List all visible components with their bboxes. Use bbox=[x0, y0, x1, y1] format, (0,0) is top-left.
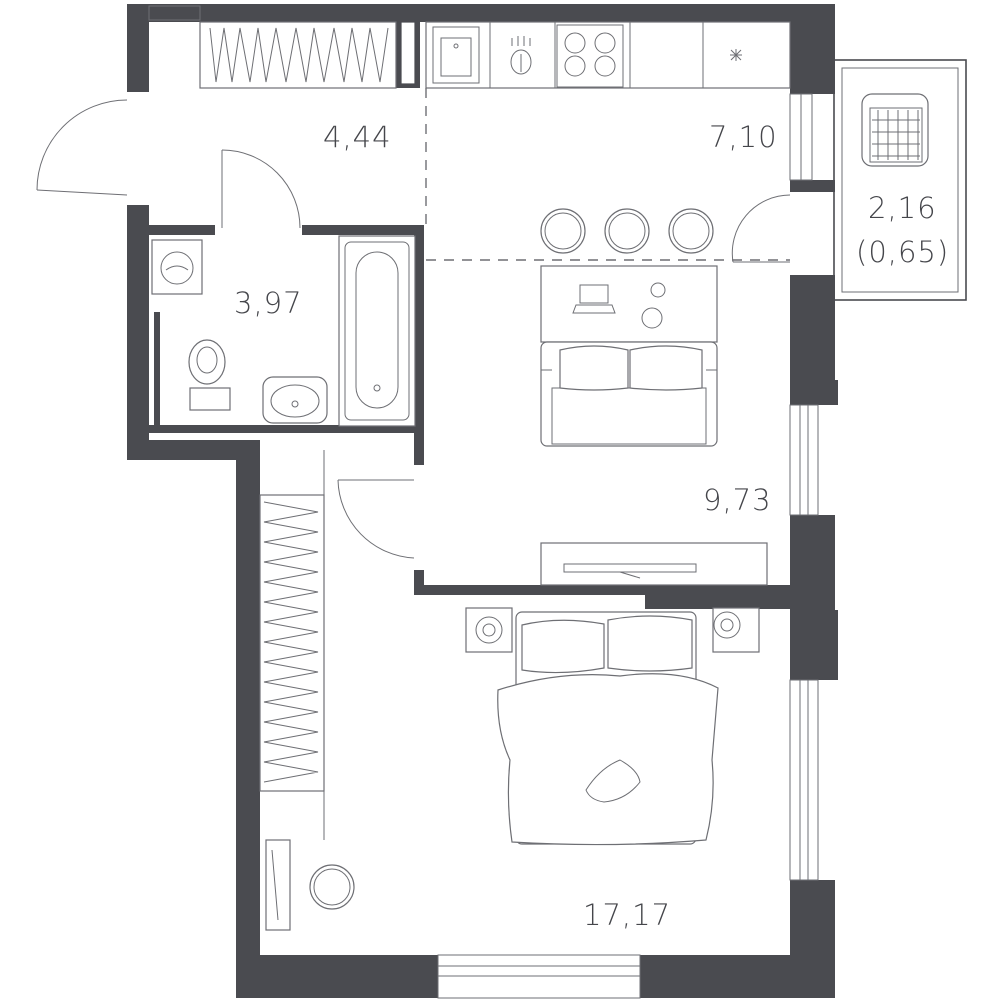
desk-and-chair bbox=[265, 839, 355, 931]
bath-area-label: 3,97 bbox=[234, 286, 303, 320]
sofa bbox=[540, 341, 718, 447]
bedroom-area-label: 17,17 bbox=[583, 898, 671, 932]
tv-stand bbox=[540, 542, 768, 586]
zone-dividers bbox=[425, 88, 790, 261]
bedroom-wardrobe bbox=[259, 450, 325, 840]
bathroom-fixtures bbox=[151, 235, 416, 427]
bar-stools bbox=[540, 208, 714, 254]
living-area-label: 9,73 bbox=[703, 483, 772, 517]
walls bbox=[127, 4, 838, 998]
balcony-reduced-area-label: (0,65) bbox=[856, 235, 949, 269]
kitchen-area-label: 7,10 bbox=[709, 120, 778, 154]
balcony-area-label: 2,16 bbox=[868, 191, 937, 225]
doors bbox=[36, 99, 791, 559]
windows bbox=[148, 5, 819, 999]
bar-table bbox=[540, 265, 718, 343]
balcony-chair bbox=[861, 93, 929, 167]
hall-area-label: 4,44 bbox=[323, 120, 392, 154]
kitchen-counter bbox=[425, 21, 791, 89]
room-labels: 4,44 7,10 2,16 (0,65) 3,97 9,73 17,17 bbox=[234, 120, 949, 932]
bed bbox=[465, 607, 760, 846]
hall-wardrobe bbox=[199, 21, 397, 89]
